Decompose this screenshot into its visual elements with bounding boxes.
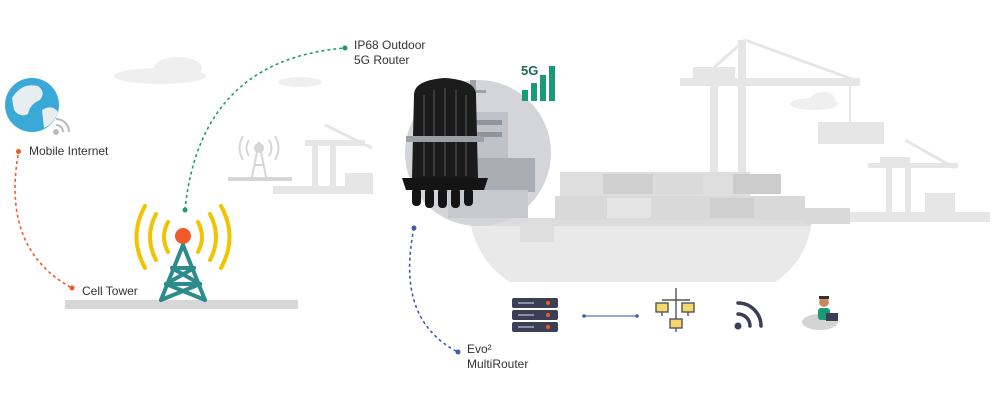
server-rack-icon: [512, 298, 558, 332]
connector-globe-to-tower: [14, 154, 73, 289]
outdoor-5g-router: [402, 78, 488, 208]
network-computers-icon: [655, 288, 695, 332]
globe-icon: [5, 78, 59, 132]
connector-endpoint: [411, 225, 417, 231]
cell-tower-label: Cell Tower: [82, 284, 138, 298]
connector-endpoint: [455, 349, 461, 355]
mobile-internet-text: Mobile Internet: [29, 144, 109, 158]
outdoor-router-label-line1: IP68 Outdoor: [354, 38, 426, 52]
connector-endpoint: [342, 45, 348, 51]
connector-router-to-multirouter: [408, 227, 459, 353]
multirouter-label-line1: Evo²: [467, 342, 492, 356]
connector-endpoint: [635, 314, 639, 318]
container-ship: [470, 172, 850, 282]
outdoor-router-label: IP68 Outdoor 5G Router: [354, 38, 425, 68]
mobile-internet-label: Mobile Internet: [16, 144, 108, 159]
outdoor-router-label-line2: 5G Router: [354, 53, 410, 67]
user-laptop-icon: [802, 296, 838, 330]
connector-endpoint: [182, 207, 188, 213]
cloud-icon: [114, 57, 838, 110]
cell-tower-icon: [134, 204, 232, 302]
background-port-cranes: [273, 123, 373, 194]
background-antenna-icon: [228, 135, 292, 181]
background-port-cranes: [680, 38, 990, 222]
signal-badge-label: 5G: [521, 63, 538, 78]
wifi-signal-icon: [734, 301, 763, 330]
connector-endpoint: [582, 314, 586, 318]
multirouter-label-line2: MultiRouter: [467, 357, 529, 371]
signal-bars-icon: [522, 66, 555, 101]
ground-slab: [65, 300, 298, 309]
wifi-icon: [53, 118, 70, 135]
connector-endpoint: [69, 285, 75, 291]
label-dot: [16, 149, 21, 155]
connector-tower-to-router: [184, 47, 346, 211]
multirouter-label: Evo² MultiRouter: [467, 342, 528, 372]
